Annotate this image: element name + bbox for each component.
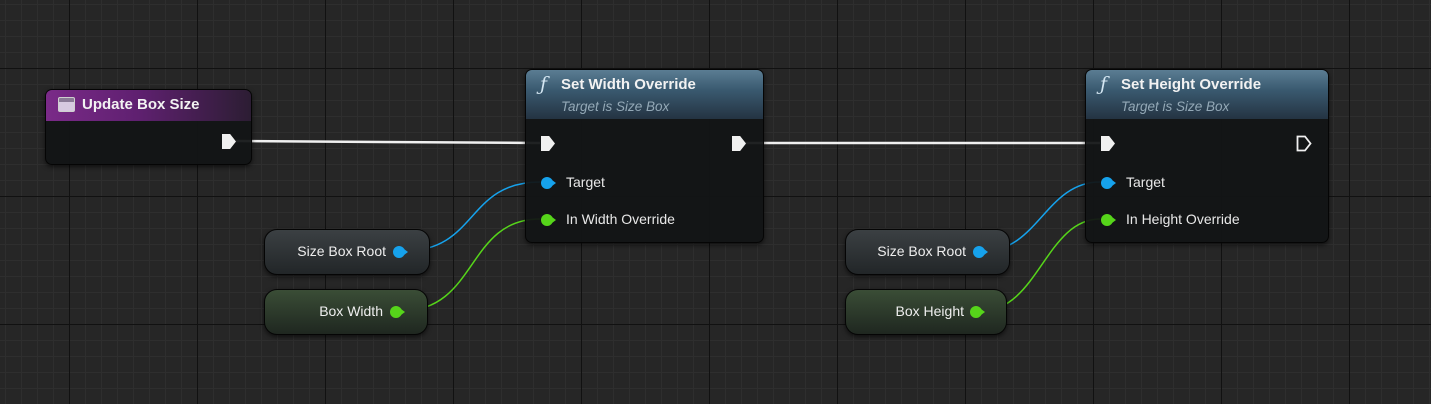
- set-height-node-title: Set Height Override: [1121, 76, 1262, 93]
- function-icon: ƒ: [540, 73, 548, 95]
- box-width-variable-node[interactable]: Box Width: [264, 289, 428, 335]
- exec-output-pin-unconnected[interactable]: [1296, 135, 1312, 152]
- box-height-output-pin[interactable]: [970, 306, 985, 318]
- target-pin-label: Target: [566, 174, 605, 190]
- event-node-title: Update Box Size: [82, 96, 200, 113]
- size-box-root-output-pin[interactable]: [973, 246, 988, 258]
- box-width-output-pin[interactable]: [390, 306, 405, 318]
- size-box-root-variable-node[interactable]: Size Box Root: [845, 229, 1010, 275]
- in-width-override-pin-label: In Width Override: [566, 211, 675, 227]
- size-box-root-variable-node[interactable]: Size Box Root: [264, 229, 430, 275]
- set-width-node-header[interactable]: ƒ Set Width Override Target is Size Box: [526, 70, 763, 119]
- set-width-node-subtitle: Target is Size Box: [561, 99, 670, 114]
- function-icon: ƒ: [1100, 73, 1108, 95]
- exec-wire-event-to-width: [235, 139, 541, 145]
- event-icon: [58, 97, 75, 112]
- set-height-override-node[interactable]: ƒ Set Height Override Target is Size Box…: [1085, 69, 1329, 243]
- in-height-override-pin-label: In Height Override: [1126, 211, 1240, 227]
- target-pin-label: Target: [1126, 174, 1165, 190]
- in-height-override-pin[interactable]: [1101, 214, 1116, 226]
- size-box-root-label: Size Box Root: [297, 243, 386, 259]
- exec-output-pin[interactable]: [732, 136, 746, 151]
- box-width-label: Box Width: [319, 303, 383, 319]
- exec-output-pin[interactable]: [222, 134, 236, 149]
- event-node-update-box-size[interactable]: Update Box Size: [45, 89, 252, 165]
- box-height-variable-node[interactable]: Box Height: [845, 289, 1007, 335]
- set-height-node-header[interactable]: ƒ Set Height Override Target is Size Box: [1086, 70, 1328, 119]
- exec-input-pin[interactable]: [1101, 136, 1115, 151]
- size-box-root-label: Size Box Root: [877, 243, 966, 259]
- event-node-header[interactable]: Update Box Size: [46, 90, 251, 121]
- set-width-node-title: Set Width Override: [561, 76, 696, 93]
- box-height-label: Box Height: [895, 303, 964, 319]
- size-box-root-output-pin[interactable]: [393, 246, 408, 258]
- target-pin[interactable]: [541, 177, 556, 189]
- exec-input-pin[interactable]: [541, 136, 555, 151]
- set-height-node-subtitle: Target is Size Box: [1121, 99, 1230, 114]
- in-width-override-pin[interactable]: [541, 214, 556, 226]
- target-pin[interactable]: [1101, 177, 1116, 189]
- set-width-override-node[interactable]: ƒ Set Width Override Target is Size Box …: [525, 69, 764, 243]
